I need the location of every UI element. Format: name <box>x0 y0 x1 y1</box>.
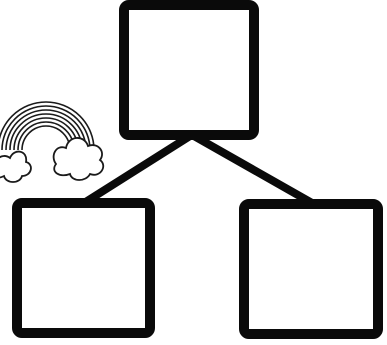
root-node-box <box>124 5 254 135</box>
cloud-icon <box>0 138 103 182</box>
child-right-node-box <box>244 204 378 334</box>
connector-lines <box>84 136 312 203</box>
child-left-node-box <box>17 203 150 333</box>
connector-root-to-right <box>194 136 312 203</box>
